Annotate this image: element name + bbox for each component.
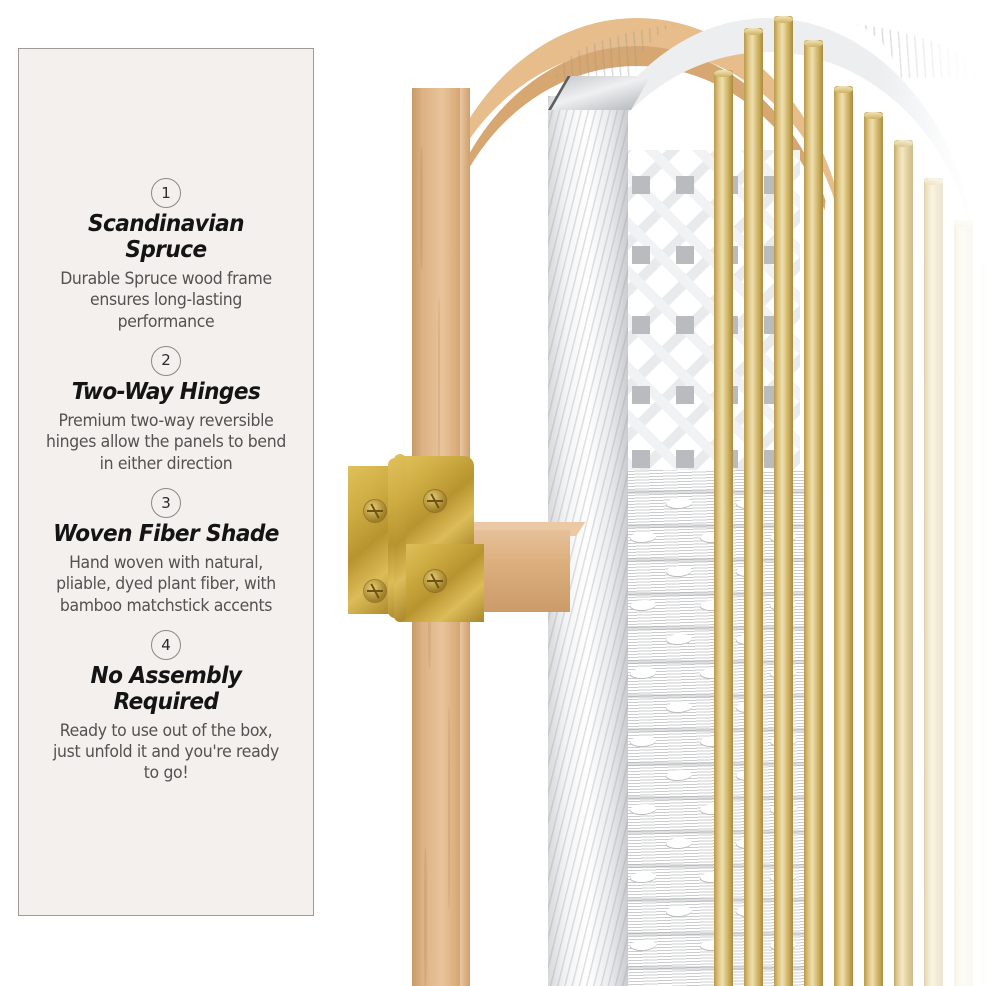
hinge-screw-left-lower xyxy=(364,580,386,602)
feature-number-badge-3: 3 xyxy=(151,488,181,518)
feature-list-card: 1 Scandinavian Spruce Durable Spruce woo… xyxy=(18,48,314,916)
product-photo xyxy=(330,0,990,986)
hinge-screw-lower xyxy=(424,570,446,592)
bamboo-rod-8 xyxy=(894,140,913,986)
feature-number-badge-1: 1 xyxy=(151,178,181,209)
feature-title-1: Scandinavian Spruce xyxy=(88,211,245,263)
bamboo-rod-3 xyxy=(774,16,793,986)
hinge-knuckle-right xyxy=(394,454,406,622)
feature-number-badge-4: 4 xyxy=(151,630,181,661)
bamboo-rod-9 xyxy=(924,178,943,986)
feature-body-4: Ready to use out of the box, just unfold… xyxy=(53,720,279,783)
feature-title-3: Woven Fiber Shade xyxy=(53,521,279,547)
feature-title-2: Two-Way Hinges xyxy=(71,378,261,405)
feature-item-2: 2 Two-Way Hinges Premium two-way reversi… xyxy=(35,340,297,482)
feature-body-1: Durable Spruce wood frame ensures long-l… xyxy=(60,268,272,331)
bamboo-rod-6 xyxy=(834,86,853,986)
feature-body-3: Hand woven with natural, pliable, dyed p… xyxy=(56,552,276,615)
feature-item-1: 1 Scandinavian Spruce Durable Spruce woo… xyxy=(35,172,297,340)
hinge-screw-upper xyxy=(424,490,446,512)
feature-number-badge-2: 2 xyxy=(151,345,181,376)
feature-body-2: Premium two-way reversible hinges allow … xyxy=(46,410,286,473)
hinge-screw-left-upper xyxy=(364,500,386,522)
feature-item-3: 3 Woven Fiber Shade Hand woven with natu… xyxy=(35,482,297,624)
feature-item-4: 4 No Assembly Required Ready to use out … xyxy=(35,624,297,792)
feature-title-4: No Assembly Required xyxy=(90,663,242,715)
bamboo-rod-7 xyxy=(864,112,883,986)
brass-two-way-hinge xyxy=(348,452,484,622)
bamboo-rod-10 xyxy=(954,220,973,986)
bamboo-rod-1 xyxy=(714,70,733,986)
bamboo-rod-2 xyxy=(744,28,763,986)
bamboo-rod-11 xyxy=(982,260,990,986)
bamboo-rod-4 xyxy=(804,40,823,986)
